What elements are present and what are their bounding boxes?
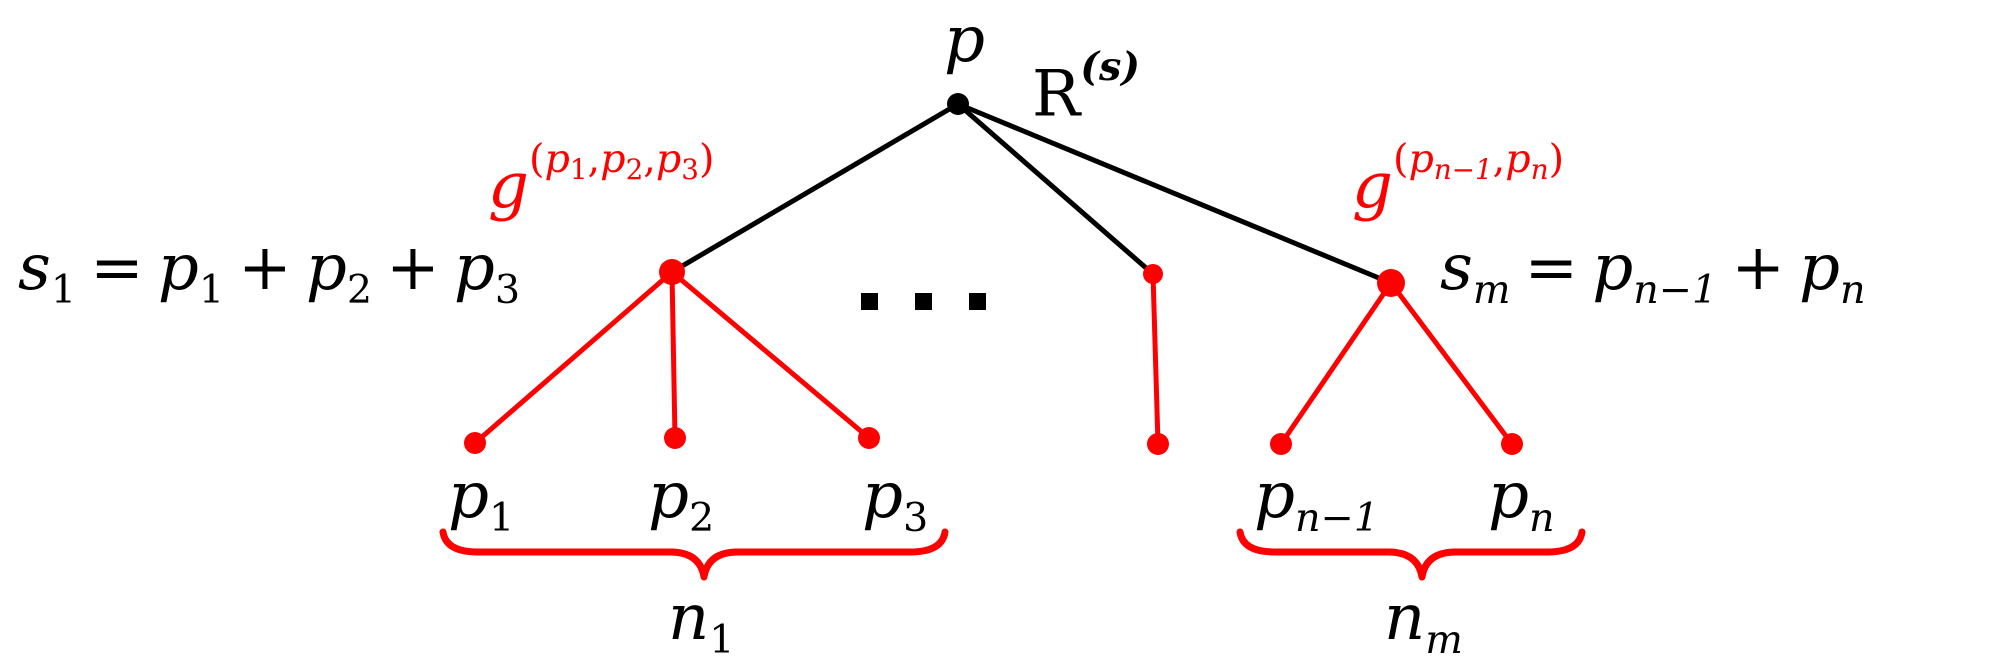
resolvent-sup: (s) <box>1080 44 1141 90</box>
leaf-node-pn-1 <box>1270 433 1292 455</box>
group1-sum-equation: s1=p1+p2+p3 <box>18 231 521 313</box>
leaf-label-pn: pn <box>1488 459 1555 541</box>
leaf-node-middle <box>1147 433 1169 455</box>
groupm-vertex-label: g(pn−1,pn) <box>1352 136 1565 224</box>
leaf-label-p1: p1 <box>448 459 515 541</box>
edge-group1-leaf3 <box>670 270 871 440</box>
groupm-count-label: nm <box>1384 581 1463 663</box>
brace-group1 <box>439 528 949 581</box>
edge-groupm-leaf2 <box>1389 281 1514 446</box>
root-node <box>947 93 969 115</box>
groupm-sum-equation: sm=pn−1+pn <box>1440 231 1866 313</box>
brace-groupm <box>1236 528 1586 581</box>
ellipsis-dot-2 <box>915 293 932 310</box>
group1-count-label: n1 <box>668 581 735 663</box>
edge-root-middle <box>956 102 1155 276</box>
ellipsis-dot-3 <box>969 293 986 310</box>
group1-node <box>659 259 685 285</box>
edge-groupm-leaf1 <box>1278 281 1394 446</box>
ellipsis-dot-1 <box>861 293 878 310</box>
groupm-node <box>1377 269 1405 297</box>
leaf-label-p3: p3 <box>862 459 929 541</box>
resolvent-main: R <box>1032 57 1081 132</box>
edge-root-groupm <box>957 101 1392 286</box>
resolvent-label: R(s) <box>1032 47 1140 127</box>
leaf-label-p2: p2 <box>648 459 715 541</box>
leaf-node-p2 <box>664 427 686 449</box>
edge-group1-leaf1 <box>473 270 674 445</box>
leaf-node-p1 <box>464 432 486 454</box>
edge-group1-leaf2 <box>669 271 678 439</box>
group1-vertex-label: g(p1,p2,p3) <box>488 136 715 224</box>
edge-root-group1 <box>670 101 960 275</box>
leaf-label-pn-1: pn−1 <box>1254 459 1380 541</box>
root-label: p <box>944 3 985 77</box>
middle-node <box>1143 264 1163 284</box>
leaf-node-p3 <box>858 427 880 449</box>
leaf-node-pn <box>1501 433 1523 455</box>
edge-middle-leaf <box>1150 273 1161 445</box>
